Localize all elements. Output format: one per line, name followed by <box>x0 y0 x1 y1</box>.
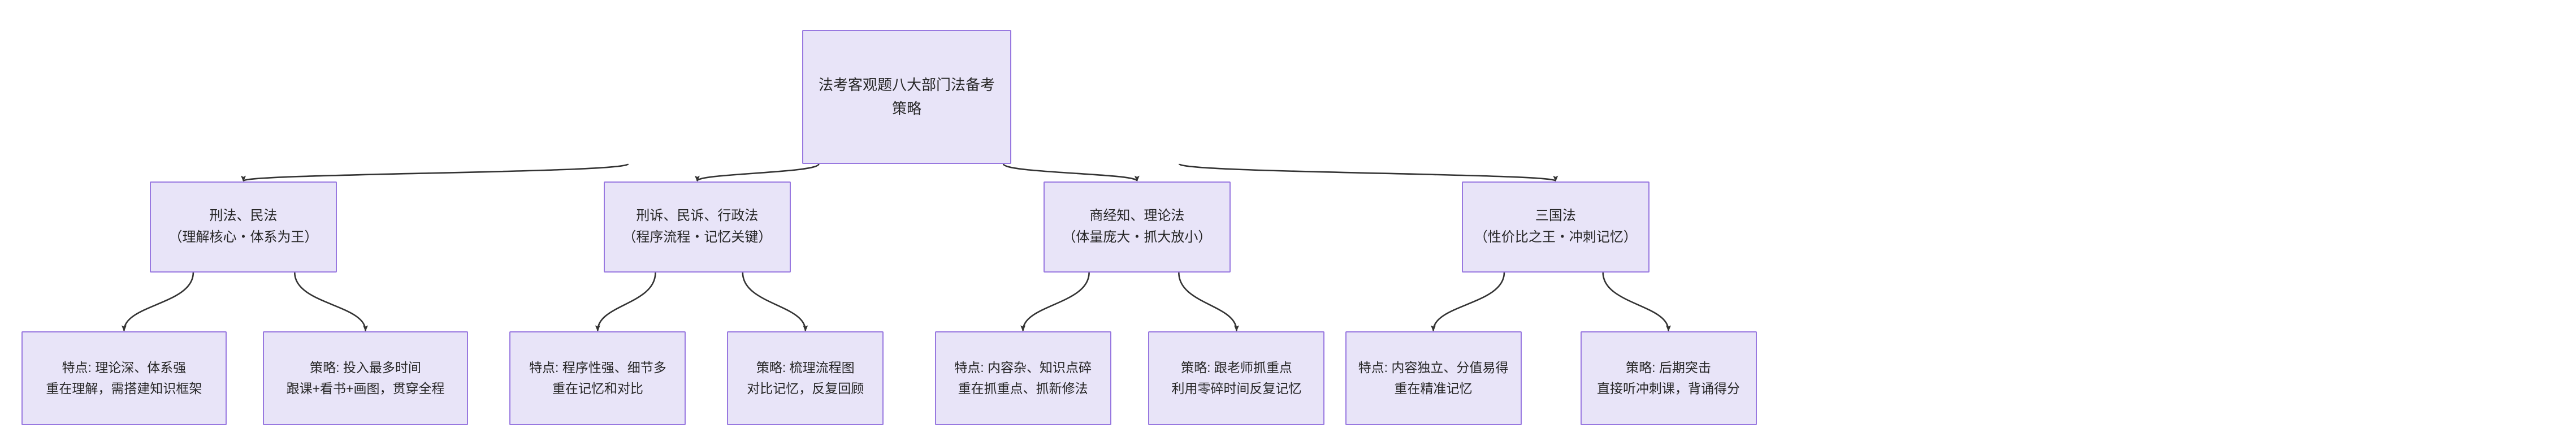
node-text-line: 跟课+看书+画图，贯穿全程 <box>286 381 445 396</box>
leaf-node-C1[interactable]: 特点: 理论深、体系强重在理解，需搭建知识框架 <box>21 331 227 426</box>
leaf-node-C6[interactable]: 策略: 跟老师抓重点利用零碎时间反复记忆 <box>1148 331 1325 426</box>
leaf-node-C3[interactable]: 特点: 程序性强、细节多重在记忆和对比 <box>509 331 686 426</box>
node-text-line: 特点: 内容独立、分值易得 <box>1358 360 1509 375</box>
node-text-line: 刑诉、民诉、行政法 <box>636 207 759 223</box>
node-text-line: 对比记忆，反复回顾 <box>747 381 864 396</box>
edge-B1-to-C2 <box>293 272 369 332</box>
leaf-node-C4[interactable]: 策略: 梳理流程图对比记忆，反复回顾 <box>727 331 884 426</box>
node-text-line: 特点: 程序性强、细节多 <box>529 360 666 375</box>
node-text-line: （理解核心・体系为王） <box>168 230 318 245</box>
leaf-node-C5[interactable]: 特点: 内容杂、知识点碎重在抓重点、抓新修法 <box>934 331 1111 426</box>
edge-root-to-B2 <box>695 163 820 182</box>
node-text-line: 特点: 内容杂、知识点碎 <box>954 360 1092 375</box>
edge-B2-to-C4 <box>742 272 808 332</box>
edge-B1-to-C1 <box>121 272 194 332</box>
node-text-line: 三国法 <box>1535 207 1576 223</box>
branch-node-B3[interactable]: 商经知、理论法 （体量庞大・抓大放小） <box>1043 181 1231 273</box>
node-text-line: 刑法、民法 <box>209 207 278 223</box>
branch-node-B2[interactable]: 刑诉、民诉、行政法 （程序流程・记忆关键） <box>603 181 791 273</box>
edge-B4-to-C7 <box>1431 272 1505 332</box>
leaf-node-C8[interactable]: 策略: 后期突击直接听冲刺课，背诵得分 <box>1580 331 1757 426</box>
node-text-line: 策略: 跟老师抓重点 <box>1181 360 1292 375</box>
node-text-line: （性价比之王・冲刺记忆） <box>1474 230 1637 245</box>
leaf-node-C7[interactable]: 特点: 内容独立、分值易得重在精准记忆 <box>1345 331 1522 426</box>
node-text-line: 重在抓重点、抓新修法 <box>958 381 1088 396</box>
node-text-line: 特点: 理论深、体系强 <box>62 360 187 375</box>
branch-node-B4[interactable]: 三国法 （性价比之王・冲刺记忆） <box>1462 181 1649 273</box>
edge-root-to-B3 <box>1002 163 1140 182</box>
edge-group <box>121 163 1671 332</box>
edge-B4-to-C8 <box>1602 272 1671 332</box>
edge-root-to-B1 <box>241 163 629 182</box>
node-text-line: 重在理解，需搭建知识框架 <box>46 381 202 396</box>
edge-B3-to-C6 <box>1178 272 1239 332</box>
edge-B3-to-C5 <box>1020 272 1090 332</box>
node-text-line: （程序流程・记忆关键） <box>622 230 772 245</box>
node-text-line: 策略: 后期突击 <box>1626 360 1711 375</box>
node-text-line: （体量庞大・抓大放小） <box>1062 230 1212 245</box>
branch-node-B1[interactable]: 刑法、民法 （理解核心・体系为王） <box>149 181 337 273</box>
node-text-line: 法考客观题八大部门法备考 <box>819 76 995 94</box>
root-node[interactable]: 法考客观题八大部门法备考策略 <box>802 29 1012 164</box>
node-text-line: 策略: 投入最多时间 <box>310 360 421 375</box>
node-text-line: 策略 <box>892 100 922 118</box>
leaf-node-C2[interactable]: 策略: 投入最多时间跟课+看书+画图，贯穿全程 <box>263 331 468 426</box>
node-text-line: 商经知、理论法 <box>1089 207 1185 223</box>
node-text-line: 利用零碎时间反复记忆 <box>1171 381 1302 396</box>
node-text-line: 重在精准记忆 <box>1394 381 1473 396</box>
edge-root-to-B4 <box>1178 163 1558 182</box>
node-text-line: 直接听冲刺课，背诵得分 <box>1597 381 1741 396</box>
node-text-line: 重在记忆和对比 <box>552 381 643 396</box>
node-text-line: 策略: 梳理流程图 <box>756 360 855 375</box>
edge-B2-to-C3 <box>595 272 656 332</box>
